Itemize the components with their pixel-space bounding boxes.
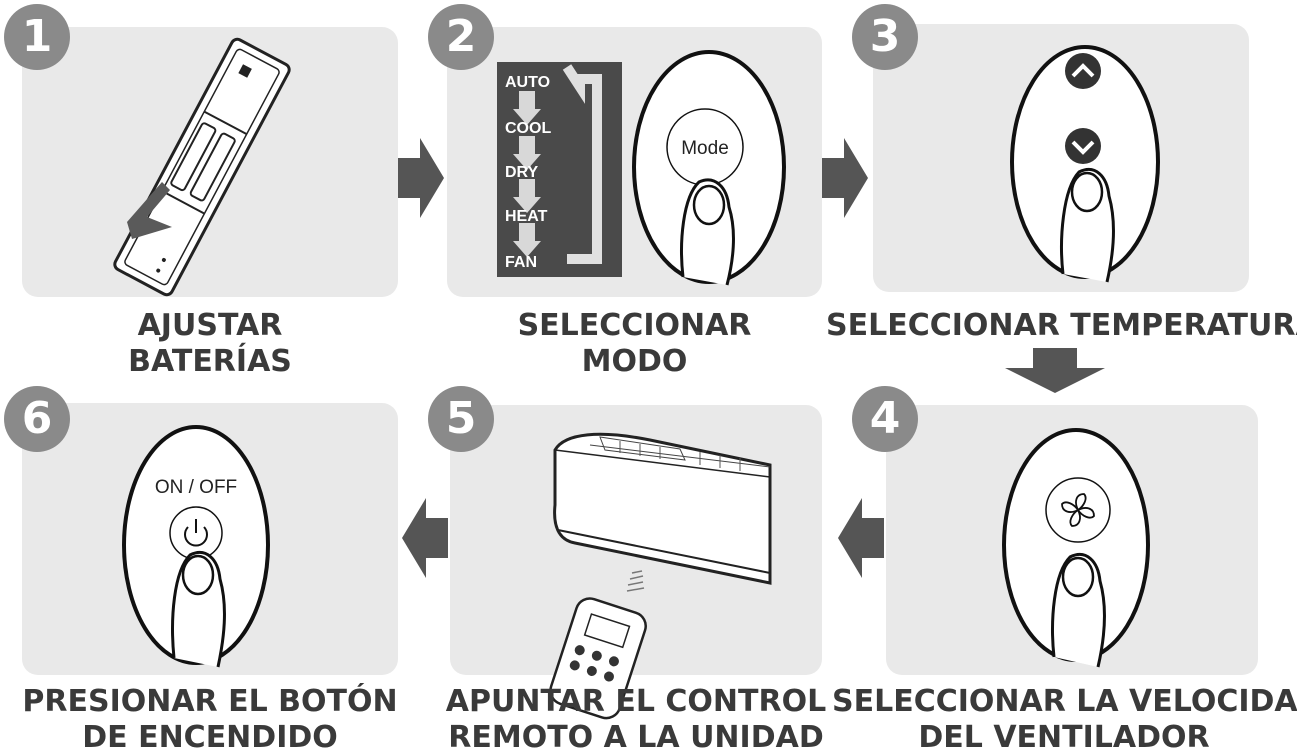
- remote-battery-illustration: [113, 37, 291, 297]
- fan-icon: [1061, 493, 1095, 527]
- step-1-caption-line-1: AJUSTAR: [137, 308, 283, 343]
- mode-auto-label: AUTO: [505, 74, 550, 91]
- step-4-caption-line-2: DEL VENTILADOR: [918, 720, 1210, 755]
- step-5-badge: 5: [428, 386, 494, 452]
- arrow-left-1-icon: [838, 498, 884, 578]
- step-5-caption-line-2: REMOTO A LA UNIDAD: [448, 720, 824, 755]
- step-2-caption-line-2: MODO: [581, 344, 688, 379]
- step-1-caption: AJUSTAR BATERÍAS: [22, 308, 398, 380]
- mode-fan-label: FAN: [505, 254, 537, 271]
- power-button-label: ON / OFF: [155, 477, 237, 498]
- power-button-illustration: ON / OFF: [122, 425, 270, 668]
- step-1-badge: 1: [4, 4, 70, 70]
- mode-cool-label: COOL: [505, 120, 551, 137]
- point-remote-illustration: [549, 432, 772, 720]
- step-2-caption: SELECCIONAR MODO: [447, 308, 822, 380]
- step-6-caption: PRESIONAR EL BOTÓN DE ENCENDIDO: [10, 684, 410, 756]
- step-4-caption: SELECCIONAR LA VELOCIDAD DEL VENTILADOR: [832, 684, 1297, 756]
- fan-speed-illustration: [1002, 428, 1150, 668]
- step-6-caption-line-1: PRESIONAR EL BOTÓN: [22, 684, 398, 719]
- step-2-badge: 2: [428, 4, 494, 70]
- arrow-down-icon: [1005, 348, 1105, 393]
- step-3-caption-line-1: SELECCIONAR TEMPERATURA: [826, 308, 1297, 343]
- step-4-badge: 4: [852, 386, 918, 452]
- mode-dry-label: DRY: [505, 164, 539, 181]
- arrow-right-2-icon: [822, 138, 868, 218]
- mode-selection-illustration: AUTO COOL DRY HEAT FAN Mode: [497, 50, 786, 286]
- step-4-caption-line-1: SELECCIONAR LA VELOCIDAD: [832, 684, 1297, 719]
- step-6-caption-line-2: DE ENCENDIDO: [82, 720, 338, 755]
- step-3-badge: 3: [852, 4, 918, 70]
- arrow-right-1-icon: [398, 138, 444, 218]
- step-5-caption-line-1: APUNTAR EL CONTROL: [445, 684, 827, 719]
- mode-heat-label: HEAT: [505, 208, 548, 225]
- step-1-caption-line-2: BATERÍAS: [128, 344, 292, 379]
- temperature-up-icon: [1065, 53, 1101, 89]
- step-5-caption: APUNTAR EL CONTROL REMOTO A LA UNIDAD: [420, 684, 852, 756]
- temperature-illustration: [1010, 45, 1160, 283]
- power-icon: [184, 519, 208, 547]
- step-6-badge: 6: [4, 386, 70, 452]
- mode-button-label: Mode: [681, 138, 729, 159]
- step-3-caption: SELECCIONAR TEMPERATURA: [826, 308, 1297, 344]
- arrow-left-2-icon: [402, 498, 448, 578]
- step-2-caption-line-1: SELECCIONAR: [517, 308, 752, 343]
- temperature-down-icon: [1065, 128, 1101, 164]
